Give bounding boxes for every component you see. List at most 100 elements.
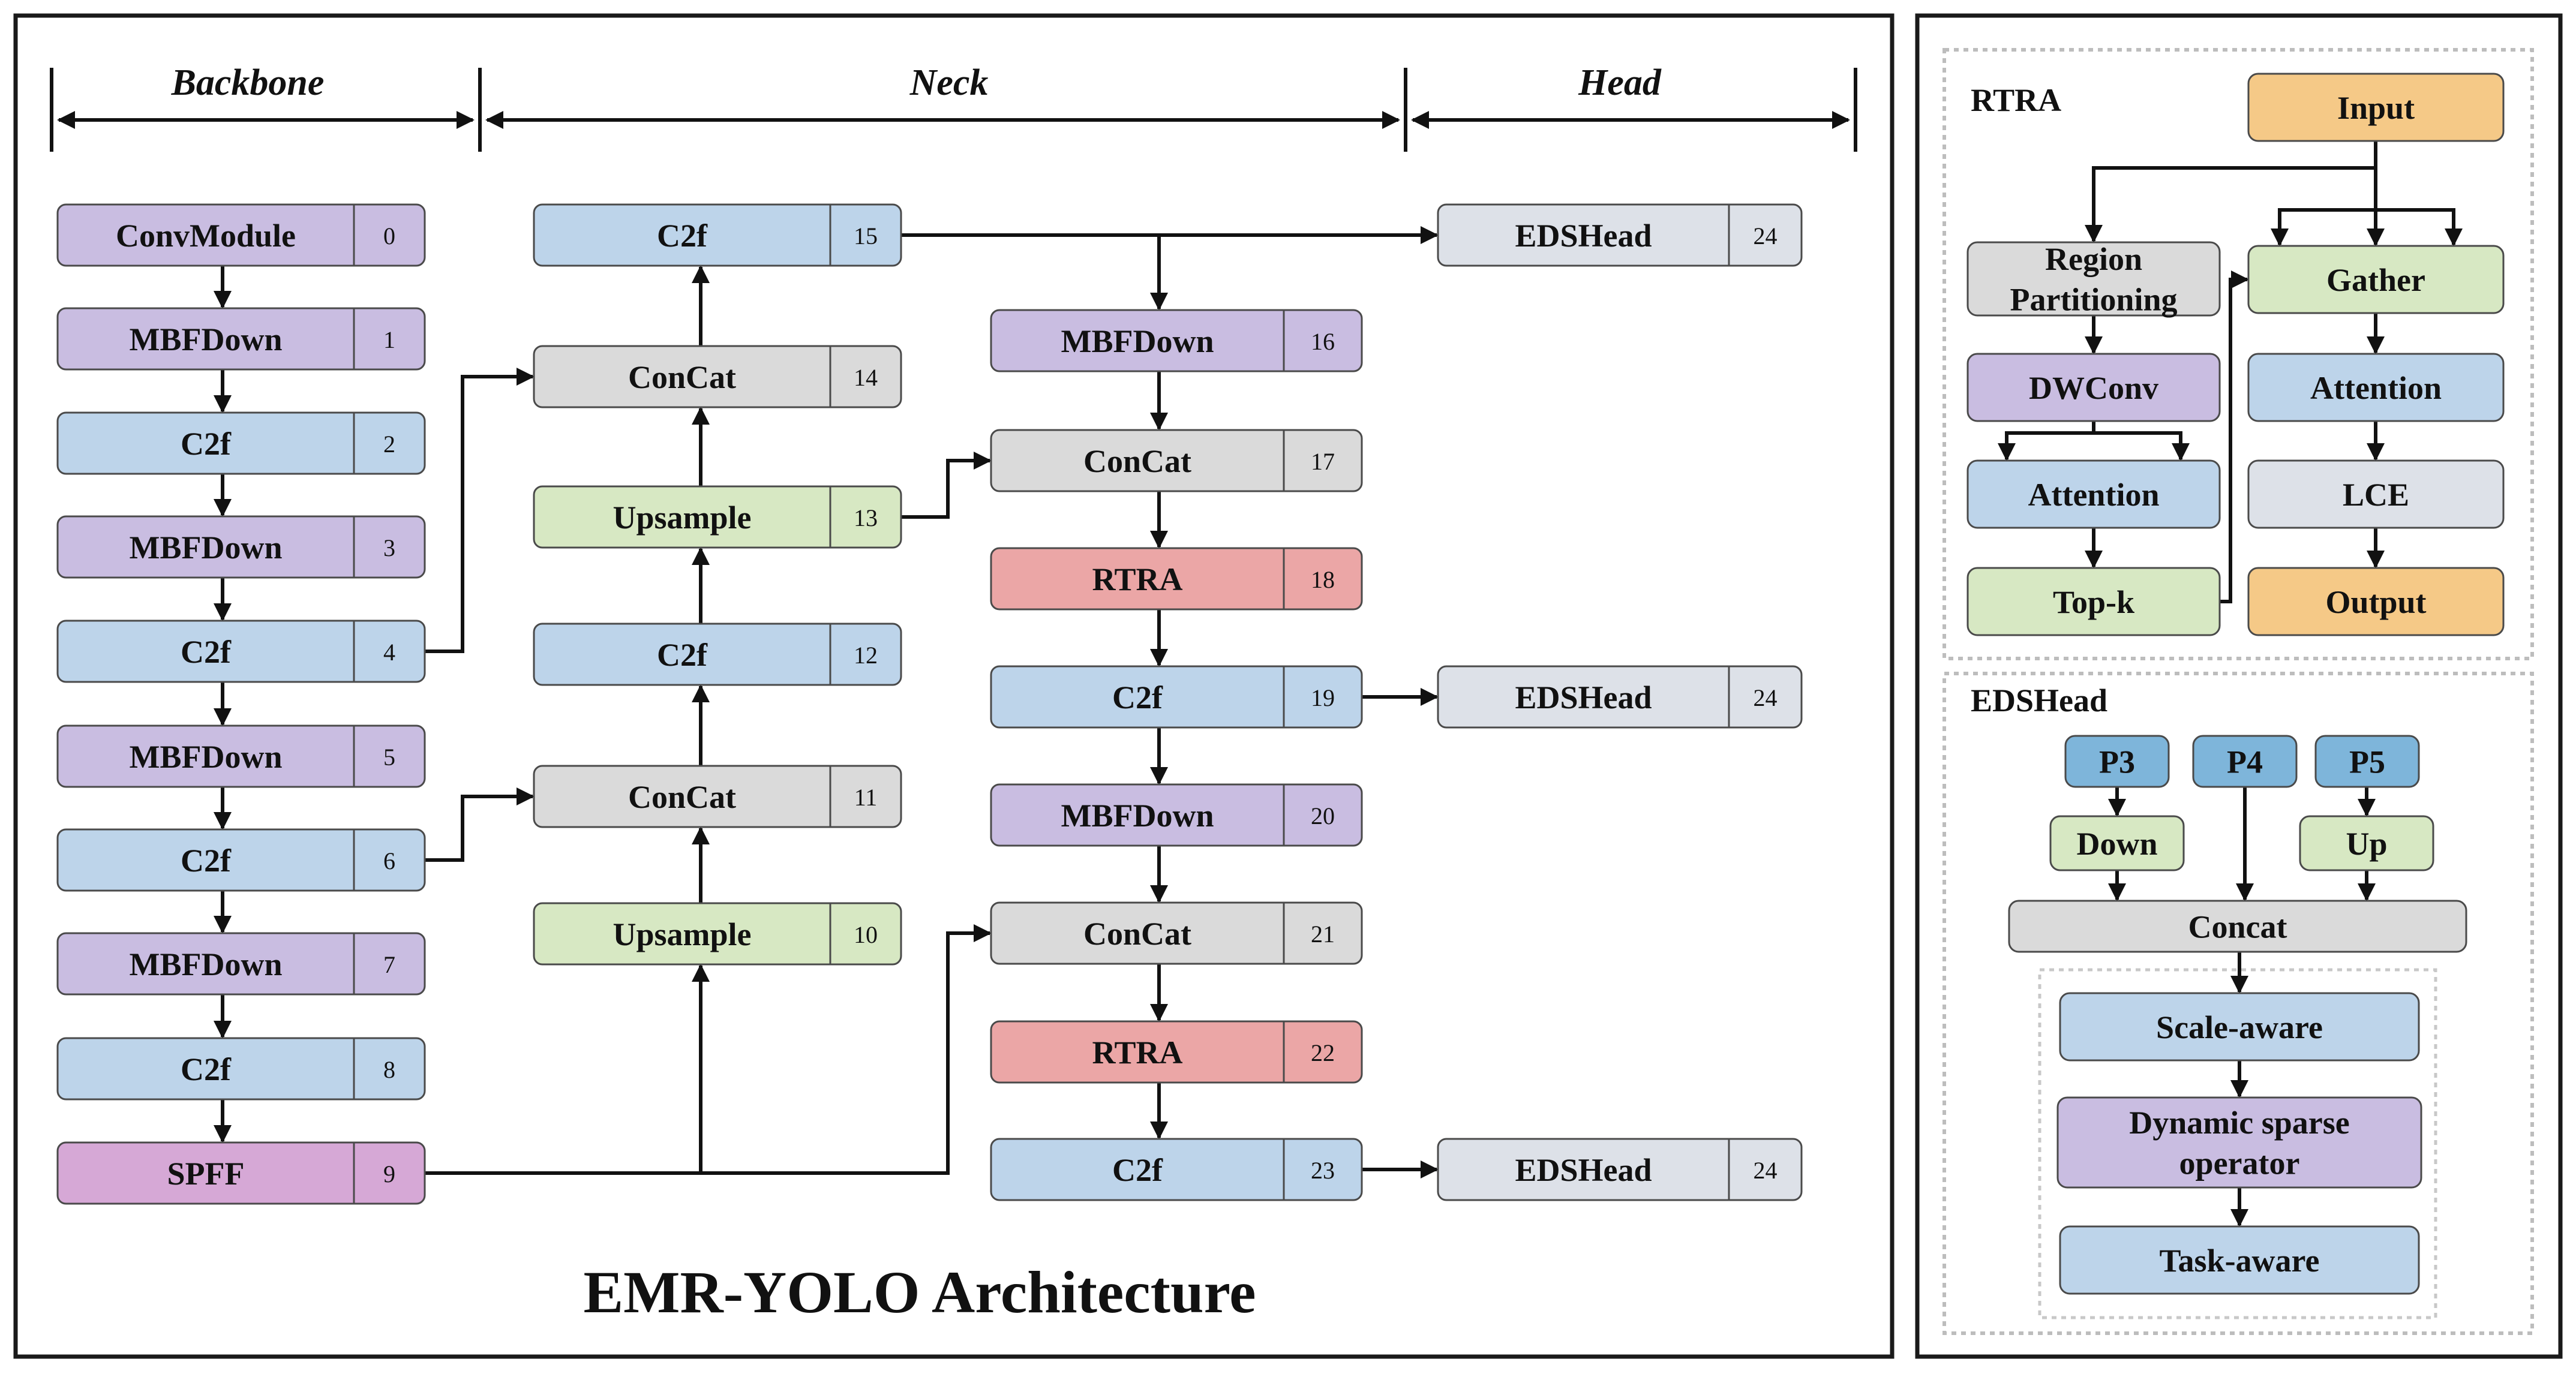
module-index: 18 [1311, 566, 1335, 593]
module-index: 7 [383, 951, 395, 978]
node-box [2247, 353, 2505, 422]
module-name: SPFF [167, 1156, 245, 1192]
node-label: DWConv [2029, 370, 2158, 406]
module-name: Upsample [613, 916, 751, 952]
module-rtra-18: RTRA 18 [990, 547, 1363, 611]
node-box [2314, 735, 2420, 788]
module-box [990, 309, 1363, 372]
module-name: ConCat [1083, 916, 1191, 952]
connector-25 [901, 452, 992, 519]
side-panel-frame [1915, 13, 2563, 1359]
node-box [2247, 567, 2505, 636]
module-name: C2f [181, 426, 232, 462]
module-box [56, 1037, 426, 1101]
node-gather: Gather [2247, 245, 2505, 314]
module-name: MBFDown [130, 946, 283, 982]
module-index: 23 [1311, 1157, 1335, 1184]
module-name: EDSHead [1515, 1152, 1652, 1188]
node-label: Attention [2310, 370, 2442, 406]
module-name: C2f [657, 218, 708, 254]
node-box [2059, 1225, 2420, 1295]
node-box [2247, 245, 2505, 314]
rtra-panel-title: RTRA [1971, 82, 2061, 118]
edshead-panel-title: EDSHead [1971, 683, 2107, 718]
node-label: Down [2076, 826, 2157, 862]
module-box [533, 203, 902, 267]
node-label: Region [2045, 241, 2142, 277]
rtra-connector-2 [2271, 208, 2376, 246]
section-label-backbone: Backbone [171, 62, 325, 103]
node-box [2049, 815, 2185, 871]
node-down: Down [2049, 815, 2185, 871]
node-up: Up [2299, 815, 2434, 871]
node-topk: Top-k [1966, 567, 2221, 636]
edshead-inner-dotted-frame [2038, 968, 2437, 1319]
module-box [990, 547, 1363, 611]
node-box [2299, 815, 2434, 871]
rtra-dotted-frame [1942, 48, 2534, 660]
module-name: ConCat [628, 779, 736, 815]
node-output: Output [2247, 567, 2505, 636]
module-name: Upsample [613, 500, 751, 536]
module-name: RTRA [1092, 561, 1182, 597]
node-p5: P5 [2314, 735, 2420, 788]
diagram-title: EMR-YOLO Architecture [583, 1259, 1256, 1325]
section-dividers [50, 68, 1857, 152]
module-index: 12 [854, 642, 878, 669]
node-label: Top-k [2053, 584, 2134, 620]
rtra-connector-8 [2220, 270, 2249, 603]
module-index: 19 [1311, 684, 1335, 711]
module-index: 24 [1754, 684, 1778, 711]
module-name: C2f [1112, 680, 1163, 715]
module-name: C2f [181, 634, 232, 670]
node-label: LCE [2343, 477, 2409, 513]
module-box [990, 783, 1363, 847]
module-box [990, 901, 1363, 965]
node-box [1966, 353, 2221, 422]
module-box [56, 620, 426, 683]
module-index: 0 [383, 223, 395, 249]
module-box [1437, 665, 1803, 729]
module-index: 4 [383, 639, 395, 666]
module-c2f-23: C2f 23 [990, 1138, 1363, 1201]
node-box [1966, 567, 2221, 636]
module-index: 24 [1754, 223, 1778, 249]
module-box [56, 515, 426, 579]
module-name: C2f [1112, 1152, 1163, 1188]
node-label: Task-aware [2159, 1243, 2319, 1279]
node-box [2059, 992, 2420, 1062]
connector-23 [425, 924, 992, 1175]
module-index: 22 [1311, 1039, 1335, 1066]
rtra-connector-6 [2094, 431, 2190, 461]
module-box [56, 932, 426, 996]
node-label: Partitioning [2010, 282, 2178, 318]
rtra-connector-3 [2376, 208, 2463, 246]
module-rtra-22: RTRA 22 [990, 1020, 1363, 1084]
module-box [990, 1020, 1363, 1084]
module-index: 1 [383, 326, 395, 353]
module-box [56, 724, 426, 788]
module-index: 13 [854, 504, 878, 531]
module-name: ConCat [628, 359, 736, 395]
section-label-head: Head [1578, 62, 1662, 103]
node-label: Up [2346, 826, 2387, 862]
node-label: P4 [2227, 744, 2263, 780]
module-c2f-19: C2f 19 [990, 665, 1363, 729]
module-name: ConvModule [116, 218, 296, 254]
module-box [1437, 203, 1803, 267]
module-name: RTRA [1092, 1035, 1182, 1071]
node-box [1966, 241, 2221, 317]
module-box [990, 429, 1363, 492]
module-upsample-13: Upsample 13 [533, 485, 902, 549]
node-attention_left: Attention [1966, 459, 2221, 529]
node-box [2192, 735, 2298, 788]
module-box [533, 765, 902, 828]
